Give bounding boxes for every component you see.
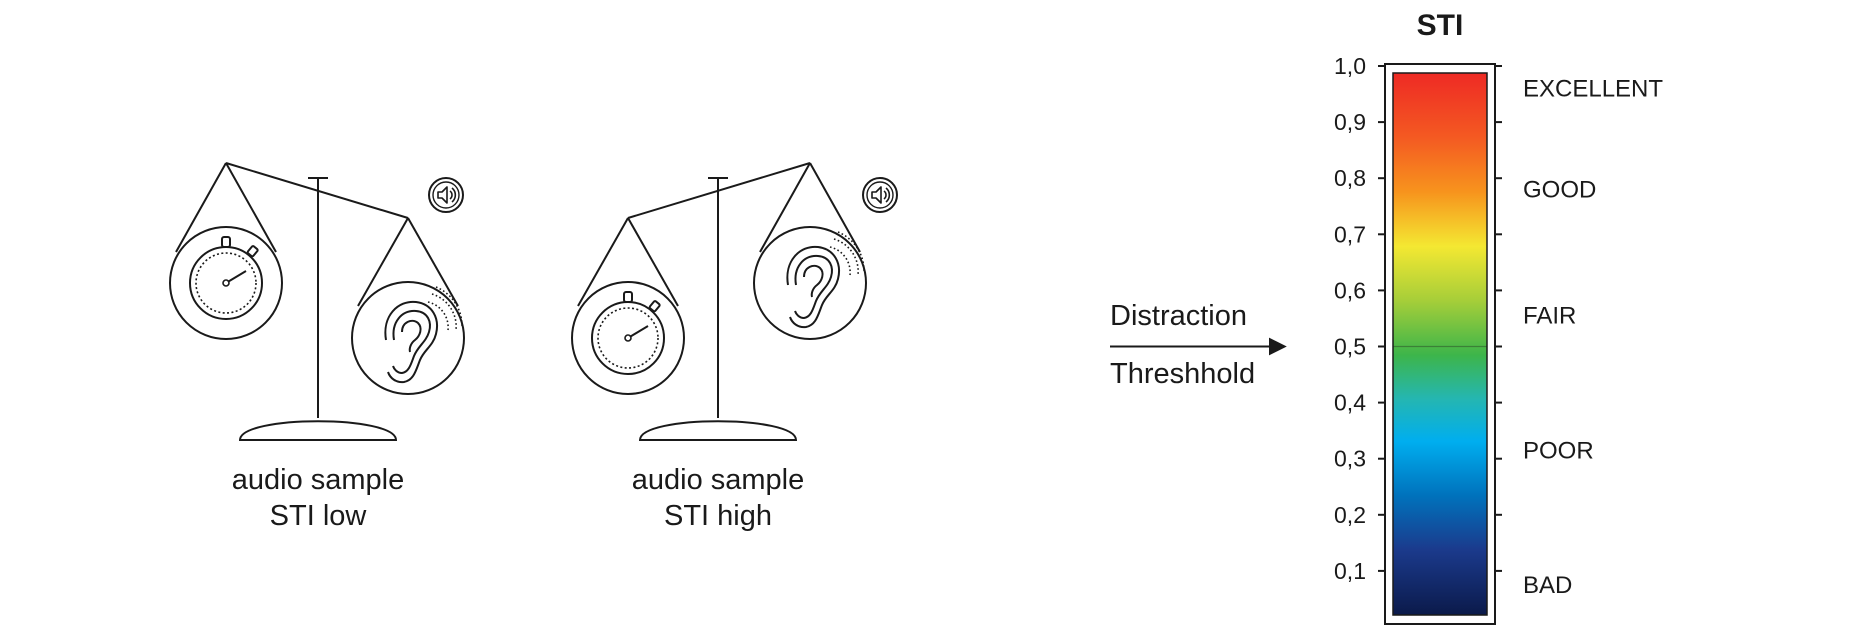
distraction-threshold: Distraction Threshhold	[1110, 300, 1287, 390]
sti-tick-label: 0,9	[1334, 109, 1366, 135]
scale-caption-line1: audio sample	[232, 464, 405, 496]
scale-caption-line2: STI low	[270, 500, 368, 532]
sti-rating-excellent: EXCELLENT	[1523, 75, 1663, 102]
sti-tick-label: 0,1	[1334, 558, 1366, 584]
scale-beam	[627, 162, 811, 219]
sti-scale: STI 1,0 0,9 0,8 0,7 0,6 0,5 0,4 0,3 0,2 0,1 EXCEL…	[1334, 9, 1663, 625]
scale-caption-line2: STI high	[664, 500, 772, 532]
sti-rating-good: GOOD	[1523, 176, 1596, 203]
ear-icon	[351, 281, 465, 395]
scale-beam	[225, 162, 409, 219]
sti-gradient-bar	[1392, 72, 1488, 616]
stopwatch-icon	[571, 281, 685, 395]
scale-caption-line1: audio sample	[632, 464, 805, 496]
sti-rating-poor: POOR	[1523, 437, 1594, 464]
balance-scale-sti-low: audio sample STI low	[169, 162, 465, 532]
sti-tick-label: 0,7	[1334, 221, 1366, 247]
sti-tick-label: 0,4	[1334, 390, 1366, 416]
threshold-label-bottom: Threshhold	[1110, 358, 1255, 390]
scale-base	[638, 420, 798, 441]
speaker-icon[interactable]	[428, 177, 464, 213]
sti-tick-label: 0,8	[1334, 165, 1366, 191]
threshold-label-top: Distraction	[1110, 300, 1247, 332]
balance-scale-sti-high: audio sample STI high	[571, 162, 898, 532]
speaker-icon[interactable]	[862, 177, 898, 213]
scale-base	[238, 420, 398, 441]
sti-tick-label: 0,6	[1334, 277, 1366, 303]
sti-tick-label: 0,3	[1334, 446, 1366, 472]
sti-tick-label: 0,2	[1334, 502, 1366, 528]
sti-title: STI	[1417, 9, 1464, 42]
stopwatch-icon	[169, 226, 283, 340]
ear-icon	[753, 226, 867, 340]
sti-rating-fair: FAIR	[1523, 303, 1576, 330]
sti-tick-label: 1,0	[1334, 53, 1366, 79]
sti-rating-bad: BAD	[1523, 572, 1572, 599]
sti-tick-label: 0,5	[1334, 334, 1366, 360]
